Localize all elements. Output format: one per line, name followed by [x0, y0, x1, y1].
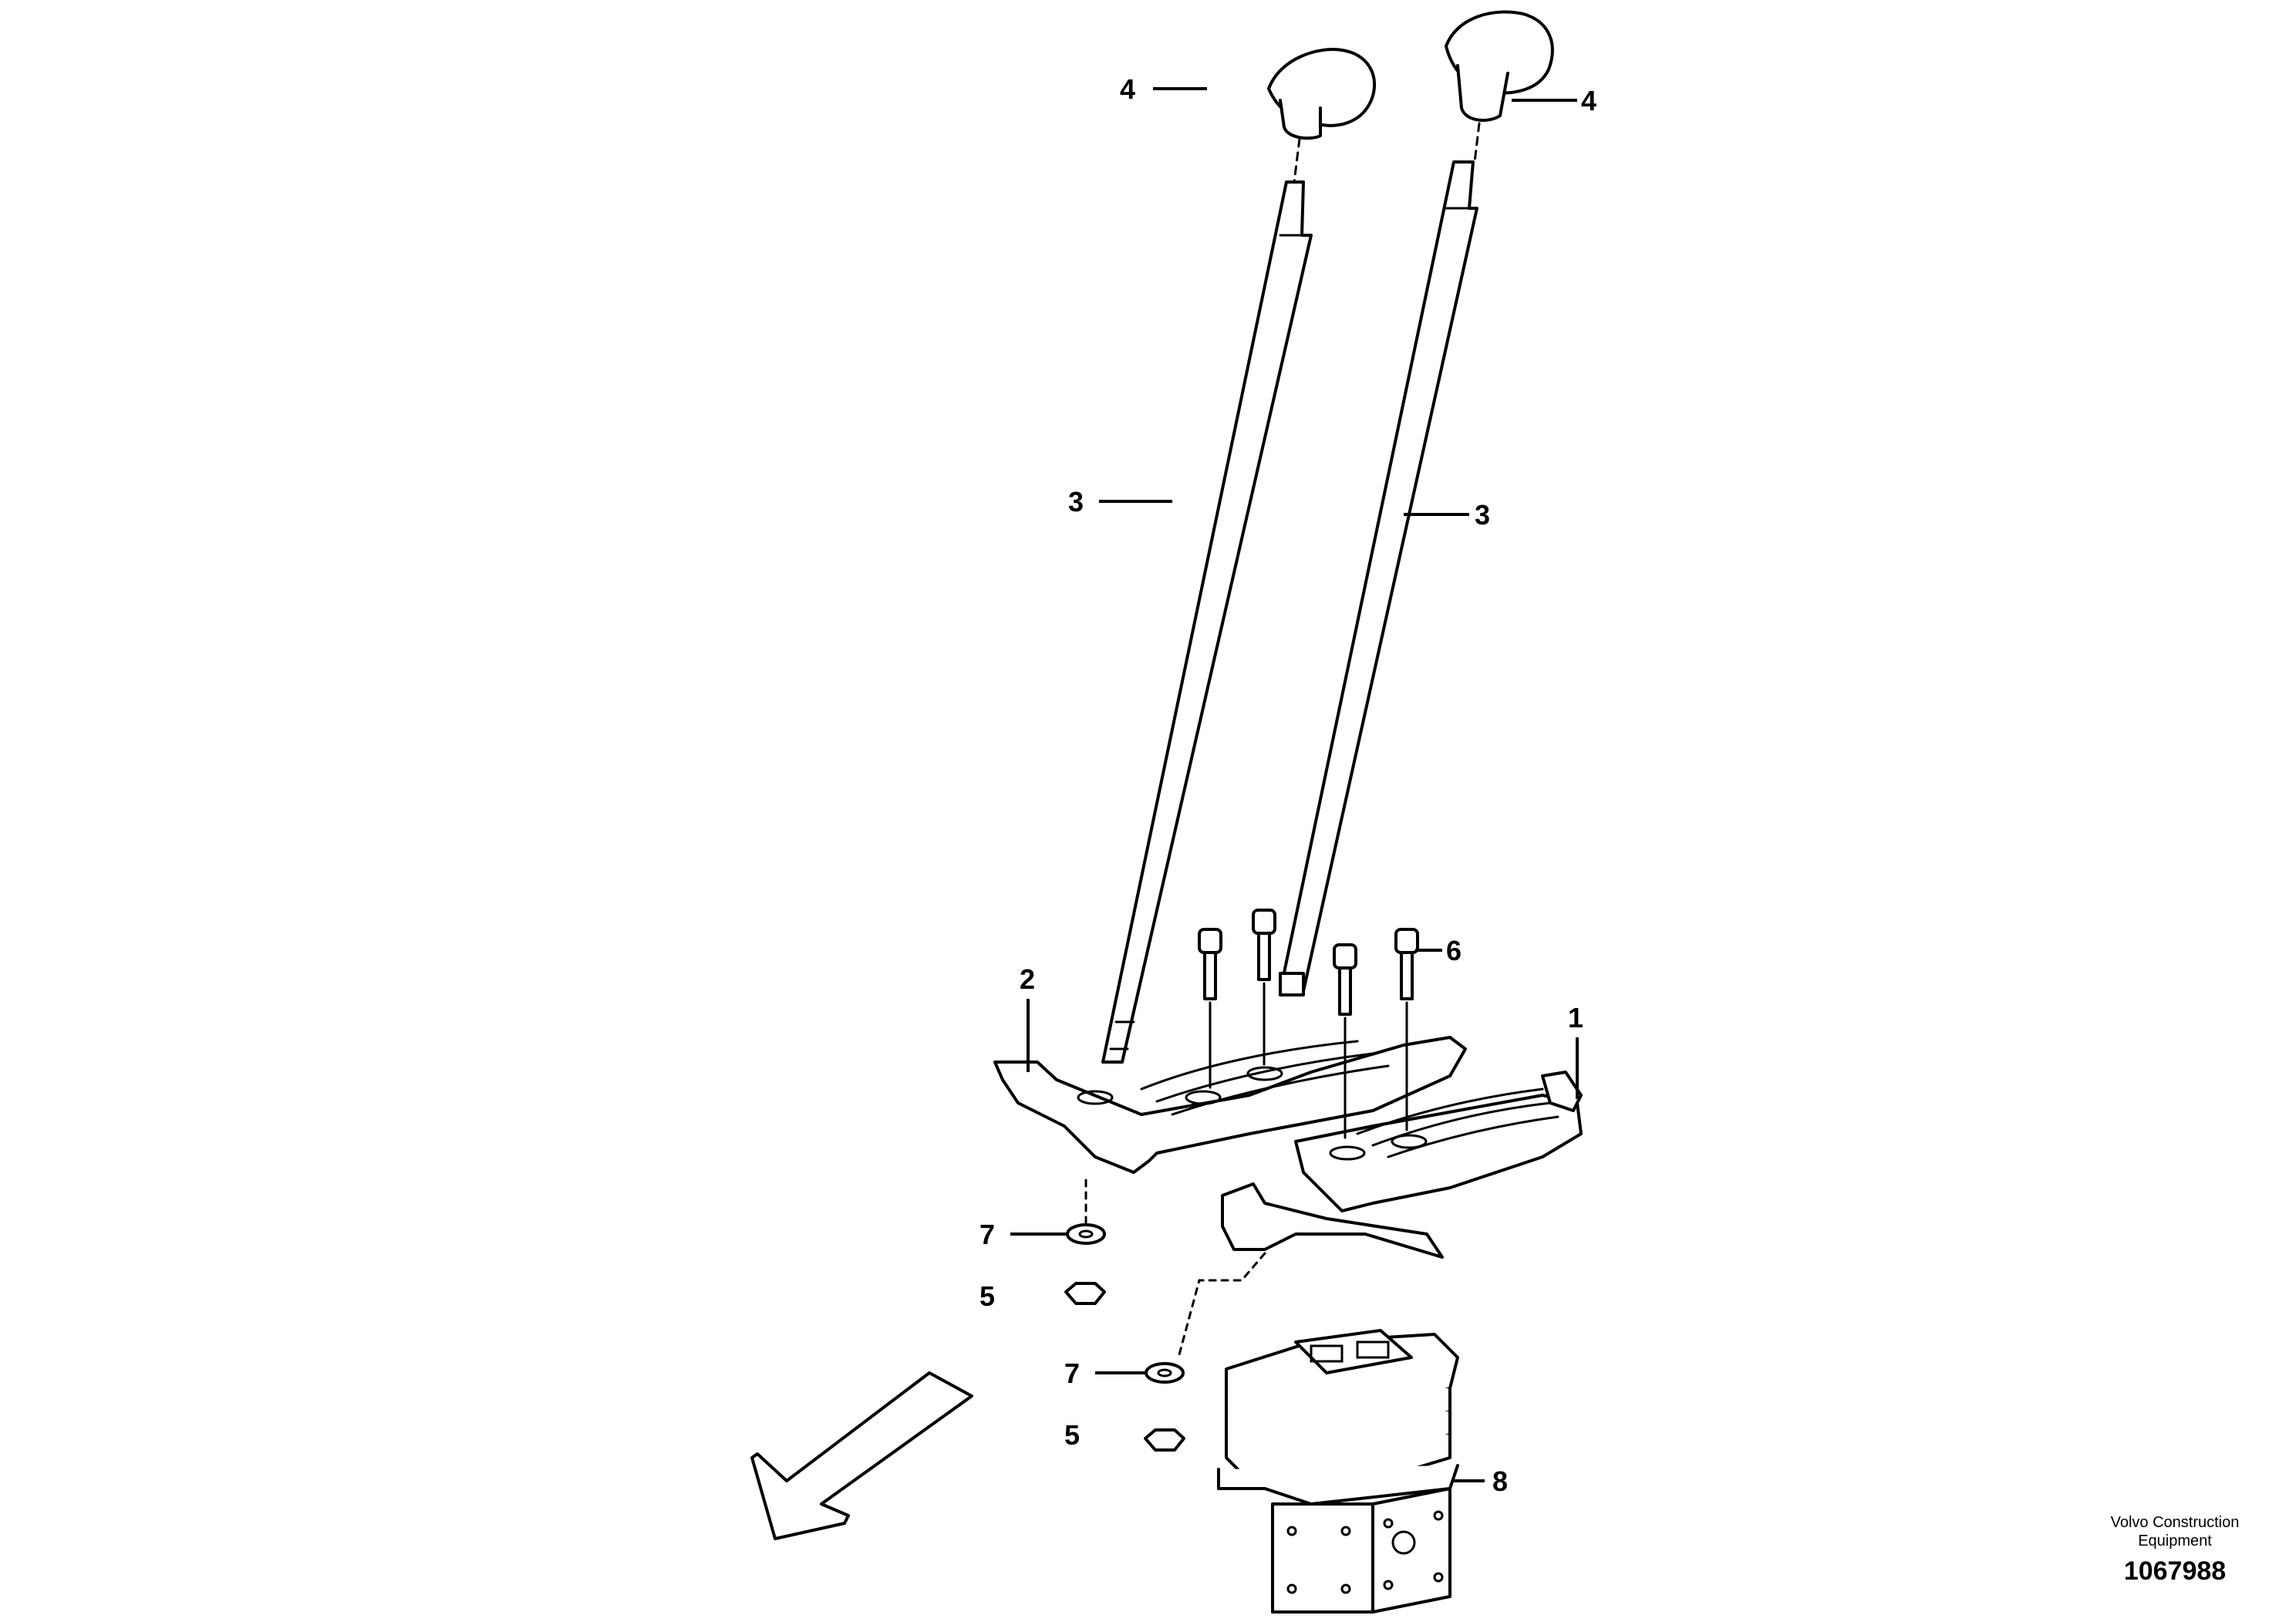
- callout-labels: 4 4 3 3 2 1 6 7 5 7 5 8: [979, 73, 1596, 1497]
- right-washer: [1145, 1362, 1185, 1384]
- callout-1: 1: [1568, 1002, 1583, 1034]
- callout-3-left: 3: [1068, 486, 1084, 518]
- leader-lines: [1010, 87, 1579, 1482]
- left-rod: [1101, 180, 1313, 1064]
- screw-set: [1198, 909, 1419, 1139]
- footer-caption: Volvo Construction Equipment 1067988: [2111, 1514, 2240, 1586]
- company-name-line2: Equipment: [2138, 1533, 2212, 1549]
- drawing-number: 1067988: [2124, 1556, 2226, 1586]
- pilot-valve: [1217, 1329, 1459, 1614]
- screw-1: [1198, 928, 1222, 1089]
- callout-8: 8: [1492, 1465, 1508, 1497]
- company-name-line1: Volvo Construction: [2111, 1514, 2240, 1531]
- callout-4-left: 4: [1120, 73, 1135, 105]
- screw-3: [1333, 943, 1357, 1139]
- left-bracket-plate: [993, 1036, 1467, 1174]
- screw-2: [1252, 909, 1276, 1066]
- left-nut: [1064, 1282, 1106, 1305]
- right-bracket-plate: [1221, 1071, 1583, 1259]
- right-knob-dash: [1473, 122, 1481, 164]
- callout-4-right: 4: [1581, 85, 1596, 116]
- left-washer: [1066, 1223, 1106, 1245]
- callout-5-upper: 5: [979, 1280, 995, 1312]
- direction-arrow-icon: [750, 1371, 973, 1540]
- right-nut: [1144, 1428, 1185, 1452]
- right-rod: [1279, 160, 1478, 996]
- screw-4: [1394, 928, 1419, 1131]
- callout-7-upper: 7: [979, 1219, 995, 1250]
- right-knob: [1445, 10, 1554, 122]
- left-knob-dash: [1293, 137, 1301, 184]
- callout-7-lower: 7: [1064, 1357, 1080, 1389]
- callout-3-right: 3: [1475, 499, 1490, 531]
- callout-2: 2: [1020, 963, 1035, 995]
- left-knob: [1267, 48, 1376, 140]
- left-lever-assembly: [993, 48, 1467, 1305]
- right-lever-assembly: [1144, 10, 1583, 1452]
- callout-5-lower: 5: [1064, 1419, 1080, 1451]
- callout-6: 6: [1446, 935, 1462, 966]
